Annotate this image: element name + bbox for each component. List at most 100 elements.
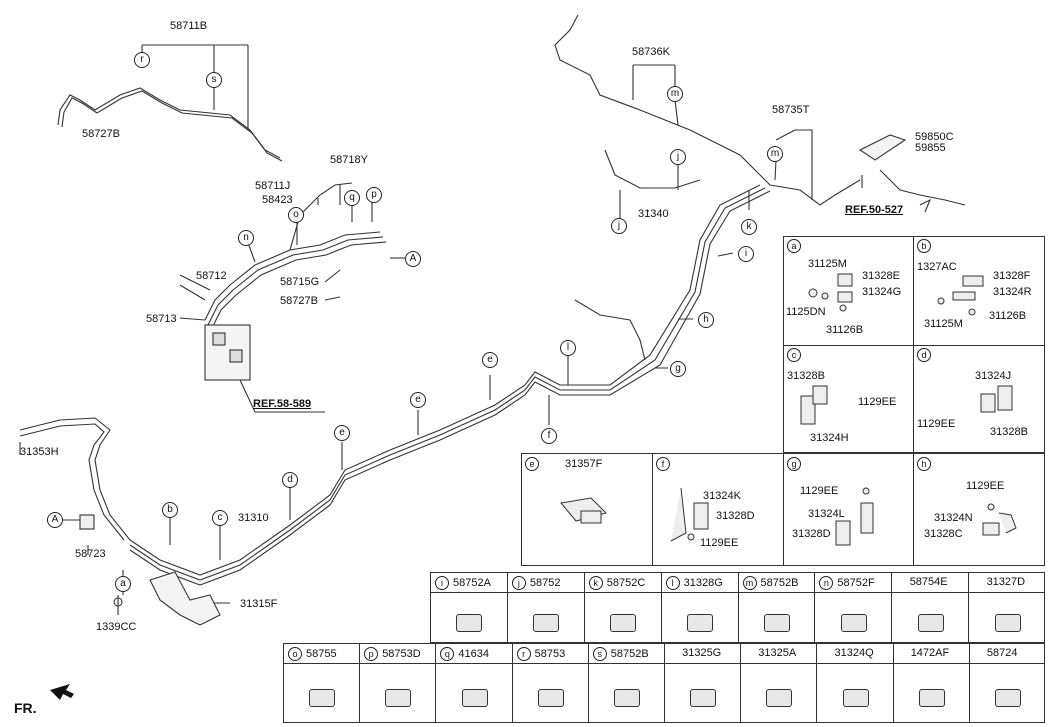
part-number: 1472AF [910, 647, 950, 659]
detail-sketches-abcd [800, 273, 1013, 425]
bracket-31315F [149, 571, 221, 626]
abs-modulator [204, 324, 251, 381]
label-58711J: 58711J [255, 180, 291, 192]
part-sketch-icon [533, 613, 560, 632]
callout-key: k [588, 576, 603, 590]
callout-s: s [206, 72, 222, 88]
part-sketch-icon [842, 689, 869, 707]
part-sketch-icon [918, 689, 945, 707]
callout-q: q [344, 190, 360, 206]
callout-k: k [741, 219, 757, 235]
callout-r: r [134, 52, 150, 68]
part-sketch-icon [537, 689, 564, 707]
callout-a: a [115, 576, 131, 592]
callout-key: q [440, 647, 455, 661]
callout-m: m [667, 86, 683, 102]
callout-A: A [405, 251, 421, 267]
pipe-31353H [19, 417, 131, 541]
detail-sketches-efgh [560, 487, 1017, 546]
part-sketch-icon [613, 689, 640, 707]
part-sketch-icon [840, 613, 867, 632]
callout-b: b [162, 502, 178, 518]
detail-h: h [917, 457, 935, 471]
label-58723: 58723 [75, 548, 106, 560]
part-number: 31325A [758, 647, 797, 659]
callout-e: e [410, 392, 426, 408]
part-sketch-icon [610, 613, 637, 632]
part-number: 31324Q [834, 647, 874, 659]
part-number: 58752B [610, 647, 649, 660]
part-sketch-icon [309, 689, 336, 707]
part-sketch-icon [917, 613, 944, 632]
detail-c: c [787, 348, 805, 362]
callout-h: h [698, 312, 714, 328]
reference-50-527: REF.50-527 [845, 204, 904, 216]
label-58711B: 58711B [170, 20, 208, 32]
label-58736K: 58736K [632, 46, 670, 58]
callout-key: r [516, 647, 531, 661]
callout-key: n [819, 576, 834, 590]
callout-e: e [334, 425, 350, 441]
callout-key: s [592, 647, 607, 661]
label-58718Y: 58718Y [330, 154, 368, 166]
reference-58-589: REF.58-589 [253, 398, 312, 410]
detail-e: e [525, 457, 543, 471]
detail-d: d [917, 348, 935, 362]
callout-p: p [366, 187, 382, 203]
part-sketch-icon [994, 613, 1021, 632]
callout-e: e [482, 352, 498, 368]
label-31310: 31310 [238, 512, 269, 524]
callout-j: j [611, 218, 627, 234]
part-sketch-icon [385, 689, 412, 707]
callout-j: j [670, 149, 686, 165]
part-number: 58754E [909, 576, 948, 588]
callout-g: g [670, 361, 686, 377]
part-number: 58752A [453, 576, 491, 589]
label-59850C: 59850C [915, 131, 954, 143]
part-sketch-icon [766, 689, 793, 707]
label-31353H: 31353H [20, 446, 59, 458]
label-58715G: 58715G [280, 276, 320, 288]
part-number: 58753 [534, 647, 566, 660]
label-58712: 58712 [196, 270, 227, 282]
part-number: 58752 [529, 576, 561, 589]
parts-table-cell: 31325G [682, 647, 721, 659]
part-number: 58755 [306, 647, 337, 660]
label-58727B: 58727B [82, 128, 120, 140]
callout-key: o [288, 647, 302, 661]
detail-f: f [656, 457, 674, 471]
callout-A: A [47, 512, 63, 528]
part-number: 41634 [458, 647, 489, 660]
part-number: 58753D [382, 647, 421, 660]
label-31315F: 31315F [240, 598, 278, 610]
label-1339CC: 1339CC [96, 621, 137, 633]
parts-table-cell: o 58755 [288, 647, 337, 661]
callout-key: m [742, 576, 757, 590]
parts-table-cell: 1472AF [911, 647, 950, 659]
part-sketch-icon [456, 613, 483, 632]
label-31340: 31340 [638, 208, 669, 220]
part-number: 58752B [760, 576, 799, 589]
callout-i: i [738, 246, 754, 262]
brake-line-58736K [554, 14, 861, 206]
part-sketch-icon [461, 689, 488, 707]
callout-o: o [288, 207, 304, 223]
callout-n: n [238, 230, 254, 246]
label-58713: 58713 [146, 313, 177, 325]
part-number: 31328G [683, 576, 723, 589]
part-number: 31327D [986, 576, 1026, 588]
detail-b: b [917, 239, 935, 253]
fuel-line-31310 [129, 184, 761, 576]
label-59855: 59855 [915, 142, 946, 154]
detail-g: g [787, 457, 805, 471]
callout-d: d [282, 472, 298, 488]
